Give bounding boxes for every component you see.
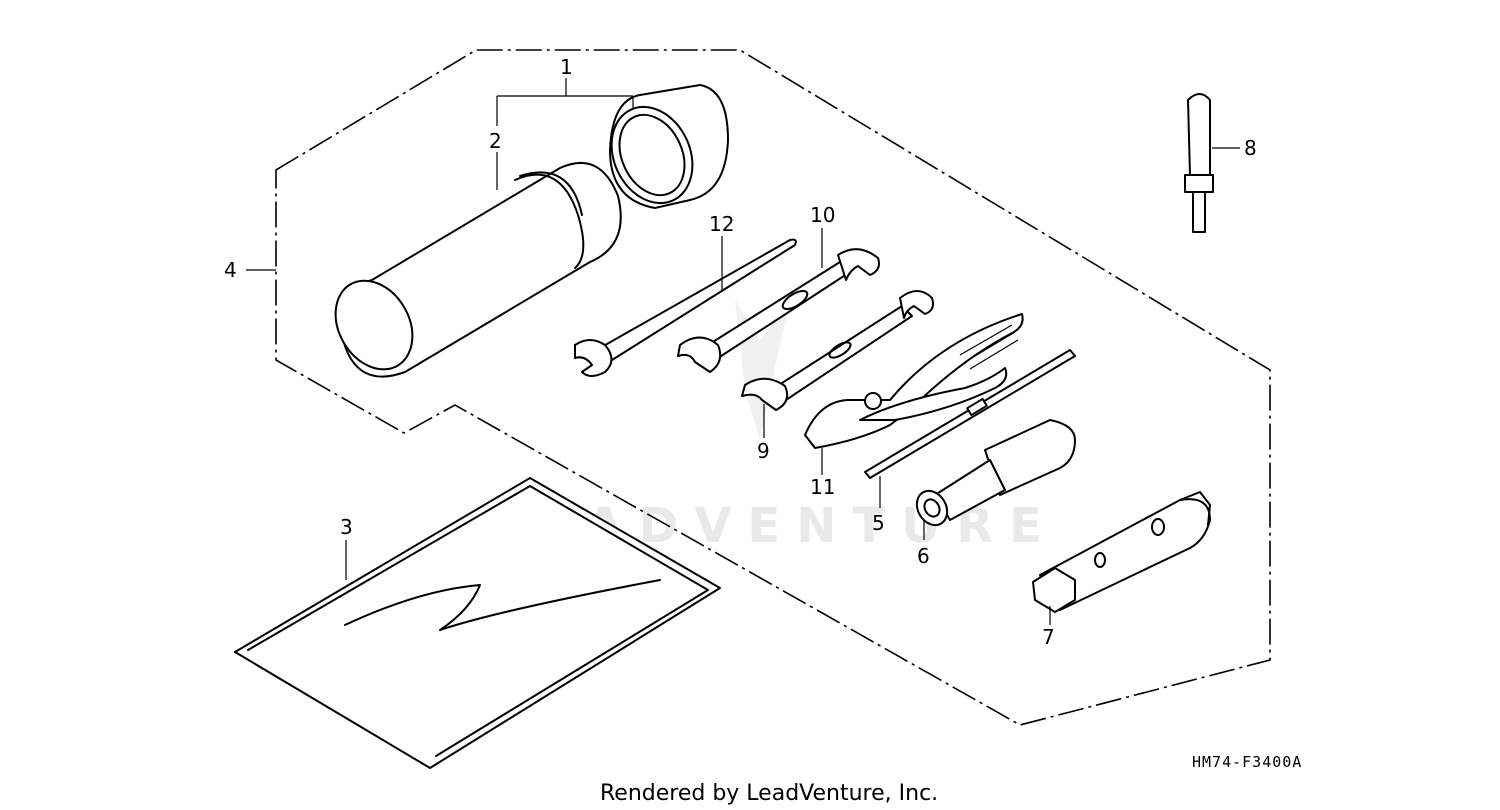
screwdriver-handle-socket: [915, 419, 1076, 527]
leader-lines: [246, 78, 1240, 625]
kit-boundary-outline: [275, 49, 1271, 726]
callout-1: 1: [560, 55, 573, 79]
tube-wrench: [1032, 491, 1211, 613]
tool-bag-cap: [609, 84, 729, 209]
small-screwdriver: [1184, 93, 1214, 233]
open-end-wrench-9: [741, 290, 935, 411]
pliers: [804, 313, 1024, 449]
screwdriver-blade: [864, 349, 1076, 479]
callout-9: 9: [757, 439, 770, 463]
callout-11: 11: [810, 475, 835, 499]
document-bag: [234, 477, 721, 769]
tool-bag-cylinder: [334, 161, 622, 378]
callout-12: 12: [709, 212, 734, 236]
callout-10: 10: [810, 203, 835, 227]
diagram-code: HM74-F3400A: [1192, 753, 1302, 771]
long-wrench: [574, 238, 797, 377]
callout-5: 5: [872, 511, 885, 535]
callout-2: 2: [489, 129, 502, 153]
callout-6: 6: [917, 544, 930, 568]
callout-8: 8: [1244, 136, 1257, 160]
callout-4: 4: [224, 258, 237, 282]
footer-credit: Rendered by LeadVenture, Inc.: [600, 781, 938, 806]
callout-3: 3: [340, 515, 353, 539]
callout-7: 7: [1042, 625, 1055, 649]
open-end-wrench-10: [677, 248, 880, 373]
